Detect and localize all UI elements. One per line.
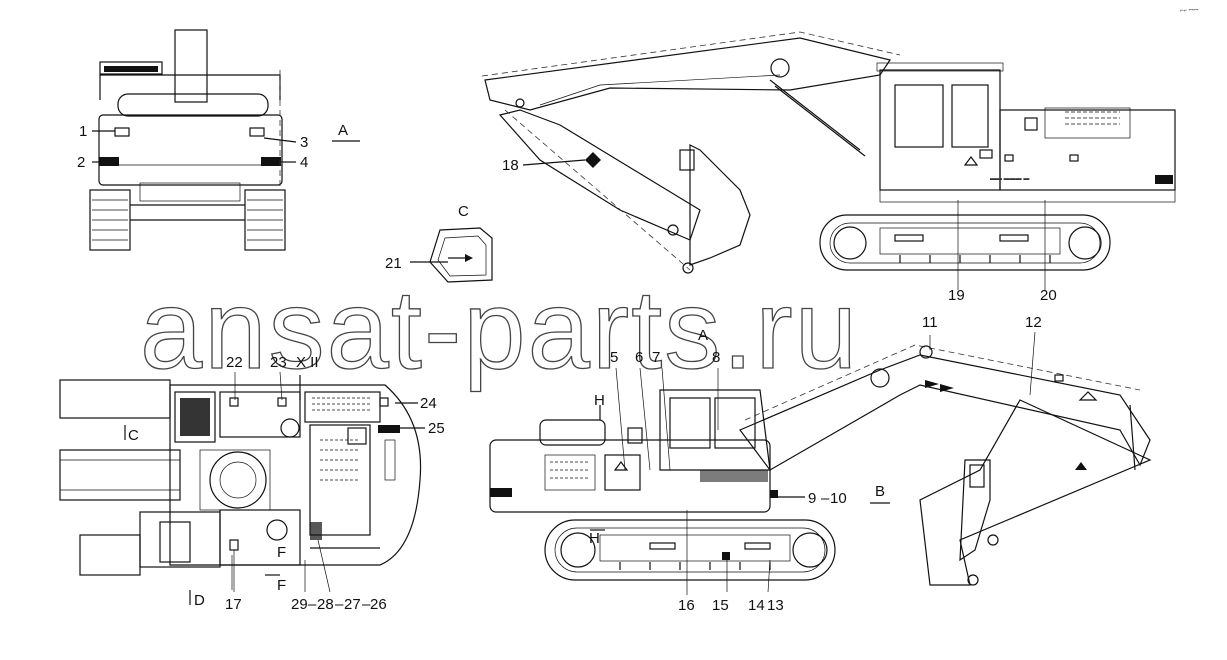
callout-11: 11 [922, 314, 938, 331]
side-view-top: ▬▬ ▬▬▬ ▬ [481, 31, 1176, 290]
callout-27: 27 [344, 596, 361, 613]
view-label-d: D [194, 592, 205, 609]
svg-text:–: – [821, 490, 830, 507]
callout-3: 3 [300, 134, 308, 151]
callout-26: 26 [370, 596, 387, 613]
detail-c [410, 227, 493, 283]
svg-text:–: – [308, 596, 317, 613]
decal-4 [261, 157, 281, 166]
leader-lines [92, 130, 1036, 593]
view-label-a-bottom: A [698, 327, 708, 344]
callout-13: 13 [767, 597, 784, 614]
side-view-bottom [489, 344, 1152, 595]
corner-mark: ⌐⌐ ꟷꟷ [1180, 8, 1199, 14]
decal-3 [249, 127, 265, 137]
callout-25: 25 [428, 420, 445, 437]
view-label-b: B [875, 483, 885, 500]
view-label-f-1: F [277, 544, 286, 561]
svg-text:▬▬ ▬▬▬ ▬: ▬▬ ▬▬▬ ▬ [990, 176, 1029, 182]
callout-28: 28 [317, 596, 334, 613]
top-view [59, 375, 422, 605]
callout-numbers: 1 2 3 4 A 18 C 21 19 20 22 23 X II 24 25… [77, 122, 1057, 614]
svg-text:–: – [362, 596, 371, 613]
callout-4: 4 [300, 154, 308, 171]
callout-22: 22 [226, 354, 243, 371]
callout-7: 7 [652, 349, 660, 366]
callout-6: 6 [635, 349, 643, 366]
svg-text:–: – [335, 596, 344, 613]
callout-2: 2 [77, 154, 85, 171]
callout-21: 21 [385, 255, 402, 272]
callout-19: 19 [948, 287, 965, 304]
view-label-a-top: A [338, 122, 348, 139]
decal-1 [114, 127, 130, 137]
view-label-c-top: C [458, 203, 469, 220]
callout-12: 12 [1025, 314, 1042, 331]
view-label-c-left: C [128, 427, 139, 444]
callout-18: 18 [502, 157, 519, 174]
watermark-text: ansat-parts.ru [140, 267, 859, 392]
callout-24: 24 [420, 395, 437, 412]
view-label-h-1: H [594, 392, 605, 409]
callout-15: 15 [712, 597, 729, 614]
callout-8: 8 [712, 349, 720, 366]
view-label-f-2: F [277, 577, 286, 594]
callout-23: 23 [270, 354, 287, 371]
callout-17: 17 [225, 596, 242, 613]
callout-16: 16 [678, 597, 695, 614]
callout-1: 1 [79, 123, 87, 140]
callout-10: 10 [830, 490, 847, 507]
rear-view [89, 29, 286, 251]
decal-2 [99, 157, 119, 166]
callout-14: 14 [748, 597, 765, 614]
callout-9: 9 [808, 490, 816, 507]
callout-20: 20 [1040, 287, 1057, 304]
view-label-h-2: H [589, 530, 600, 547]
callout-29: 29 [291, 596, 308, 613]
view-label-xii: X II [296, 354, 319, 371]
callout-5: 5 [610, 349, 618, 366]
